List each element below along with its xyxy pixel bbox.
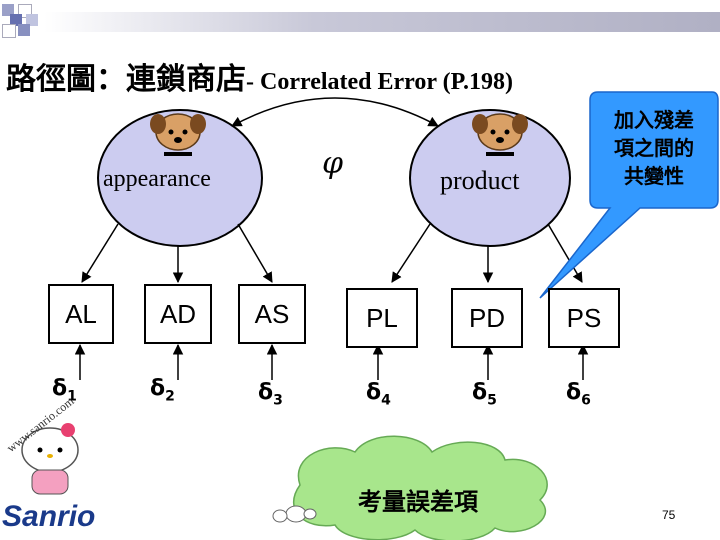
indicator-box-pd: PD — [451, 288, 523, 348]
indicator-box-al: AL — [48, 284, 114, 344]
callout-bubble — [539, 91, 719, 299]
error-term-5: δ5 — [472, 380, 497, 409]
callout-line: 加入殘差 — [614, 108, 694, 132]
kitty-mascot-icon — [21, 423, 79, 495]
error-term-6: δ6 — [566, 380, 591, 409]
loading-arrow-pl — [391, 223, 431, 283]
factor-covariance-arrow — [231, 97, 439, 127]
loading-arrow-al — [81, 223, 119, 283]
dog-mascot-icon — [150, 113, 206, 156]
callout-text: 加入殘差 項之間的 共變性 — [596, 106, 712, 190]
callout-line: 共變性 — [624, 164, 684, 188]
cloud-bubble-small — [285, 505, 307, 523]
deco-square — [10, 14, 22, 26]
indicator-box-pl: PL — [346, 288, 418, 348]
indicator-box-ps: PS — [548, 288, 620, 348]
loading-arrow-as — [237, 223, 273, 283]
factor-ellipse-appearance — [97, 109, 263, 247]
cloud-text: 考量誤差項 — [358, 487, 478, 516]
deco-square — [2, 4, 14, 16]
factor-label-product: product — [440, 166, 520, 195]
phi-symbol: φ — [322, 146, 344, 181]
cloud-bubble-small — [303, 508, 317, 520]
cloud-bubble-small — [272, 509, 288, 523]
page-number: 75 — [662, 508, 676, 522]
error-term-1: δ1 — [52, 376, 77, 405]
page-title: 路徑圖：連鎖商店- Correlated Error (P.198) — [6, 54, 513, 98]
loading-arrow-ps — [547, 223, 583, 283]
error-term-3: δ3 — [258, 380, 283, 409]
deco-square — [26, 14, 38, 26]
top-decoration-bar — [0, 0, 720, 48]
indicator-box-as: AS — [238, 284, 306, 344]
factor-ellipse-product — [409, 109, 571, 247]
callout-line: 項之間的 — [614, 136, 694, 160]
title-bar-gradient — [44, 12, 720, 32]
error-term-4: δ4 — [366, 380, 391, 409]
sanrio-logo: Sanrio — [2, 500, 96, 533]
indicator-box-ad: AD — [144, 284, 212, 344]
dog-mascot-icon — [472, 113, 528, 156]
deco-square — [2, 24, 16, 38]
title-english: - Correlated Error (P.198) — [246, 69, 514, 95]
title-chinese: 路徑圖：連鎖商店 — [6, 62, 246, 97]
deco-square — [18, 24, 30, 36]
thought-cloud — [293, 435, 548, 540]
factor-label-appearance: appearance — [103, 166, 211, 192]
error-term-2: δ2 — [150, 376, 175, 405]
